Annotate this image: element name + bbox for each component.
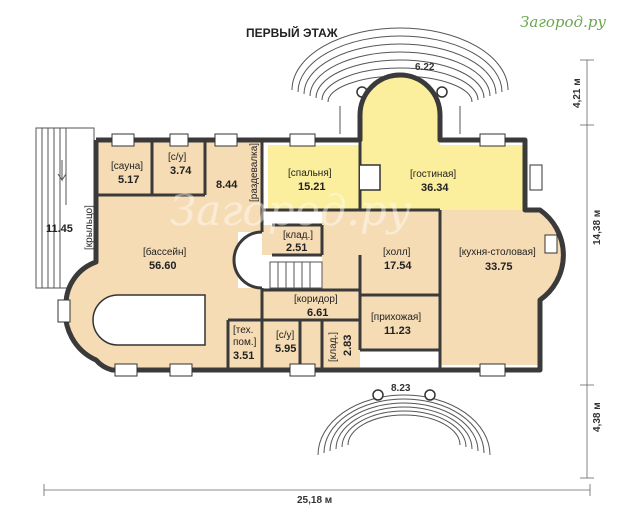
dim-right-mid: 14,38 м [592,210,603,245]
living-area: 36.34 [421,182,449,194]
dressing-area: 8.44 [216,179,238,191]
dimension-lines: 25,18 м 4,21 м 14,38 м 4,38 м [43,59,603,506]
tech-name-2: пом.] [233,337,257,348]
hall-area: 17.54 [384,260,412,272]
sauna-area: 5.17 [118,174,139,186]
porch-label: [крыльцо] [84,205,95,250]
brand-logo: Загород.ру [520,13,606,31]
wc2-area: 5.95 [275,343,296,355]
kitchen-area: 33.75 [485,261,513,273]
terrace-top-dim: 6.22 [415,62,435,73]
wc2-name: [с/у] [276,330,295,341]
living-name: [гостиная] [410,169,456,180]
wc1-name: [с/у] [168,152,187,163]
dim-right-bottom: 4,38 м [592,402,603,432]
windows [57,133,558,377]
storage1-area: 2.51 [286,242,307,254]
pool-name: [бассейн] [143,246,187,258]
pool-area: 56.60 [149,260,177,272]
tech-name-1: [тех. [233,325,253,336]
terrace-bottom: 8.23 [317,383,491,456]
porch: [крыльцо] 11.45 [35,127,95,289]
entry-area: 11.23 [384,325,411,337]
kitchen-name: [кухня-столовая] [459,247,536,258]
storage2-name: [клад.] [328,332,339,362]
entry-name: [прихожая] [371,312,421,323]
dim-right-top: 4,21 м [572,78,583,108]
pool-basin [92,294,206,346]
porch-area: 11.45 [46,223,73,235]
room-labels: [сауна] 5.17 [с/у] 3.74 8.44 [раздевалка… [111,143,536,362]
sauna-name: [сауна] [111,161,143,172]
corridor-name: [коридор] [294,294,338,305]
bedroom-area: 15.21 [298,181,326,193]
wc1-area: 3.74 [170,165,192,177]
watermark: Загород.ру [170,186,412,235]
staircase [269,261,323,289]
tech-area: 3.51 [233,350,254,362]
corridor-area: 6.61 [307,307,328,319]
floor-title: ПЕРВЫЙ ЭТАЖ [246,25,338,40]
storage1-name: [клад.] [283,230,313,241]
dim-total-width: 25,18 м [297,495,332,506]
dressing-name: [раздевалка] [249,143,260,202]
floor-fills [65,75,564,370]
terrace-bottom-dim: 8.23 [391,383,411,394]
storage2-area: 2.83 [342,335,354,356]
hall-name: [холл] [383,247,411,258]
bedroom-name: [спальня] [288,168,332,179]
